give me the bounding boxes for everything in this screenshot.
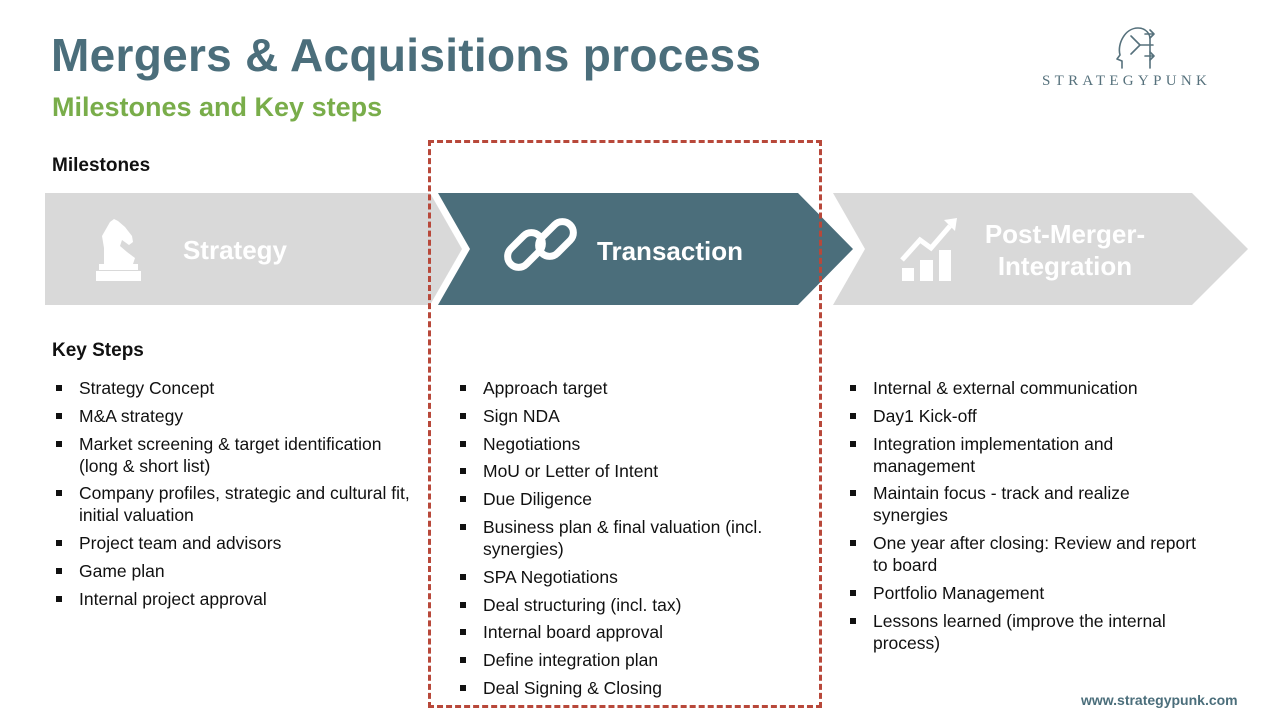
step-item: Integration implementation and managemen… [847,433,1207,477]
step-item: Game plan [53,560,423,582]
growth-chart-icon [900,218,957,281]
step-item: SPA Negotiations [457,566,787,588]
step-item: One year after closing: Review and repor… [847,532,1207,576]
step-item: Define integration plan [457,649,787,671]
page-subtitle: Milestones and Key steps [52,92,383,122]
step-item: Project team and advisors [53,532,423,554]
key-steps-heading: Key Steps [52,340,144,361]
step-item: Internal board approval [457,621,787,643]
phase-transaction-label: Transaction [597,236,743,266]
step-item: Deal structuring (incl. tax) [457,594,787,616]
logo-wordmark: STRATEGYPUNK [1042,73,1212,89]
transaction-highlight-frame [428,140,822,708]
phase-pmi-label: Post-Merger-Integration [984,219,1146,281]
step-item: Deal Signing & Closing [457,677,787,699]
step-item: Strategy Concept [53,377,423,399]
chess-knight-icon [96,219,141,281]
step-item: Day1 Kick-off [847,405,1207,427]
step-item: Company profiles, strategic and cultural… [53,482,423,526]
step-item: Portfolio Management [847,582,1207,604]
step-item: Negotiations [457,433,787,455]
step-item: Business plan & final valuation (incl. s… [457,516,787,560]
website-url: www.strategypunk.com [1081,692,1238,708]
step-item: Market screening & target identification… [53,433,423,477]
step-item: Internal & external communication [847,377,1207,399]
page-title: Mergers & Acquisitions process [51,29,762,81]
step-item: Sign NDA [457,405,787,427]
step-item: Due Diligence [457,488,787,510]
step-item: Approach target [457,377,787,399]
head-arrows-icon [1116,27,1155,69]
step-item: Lessons learned (improve the internal pr… [847,610,1207,654]
strategypunk-logo [1116,27,1155,69]
milestones-heading: Milestones [52,155,151,176]
step-item: M&A strategy [53,405,423,427]
phase-strategy-label: Strategy [182,235,288,265]
step-item: MoU or Letter of Intent [457,460,787,482]
step-item: Internal project approval [53,588,423,610]
step-item: Maintain focus - track and realize syner… [847,482,1207,526]
